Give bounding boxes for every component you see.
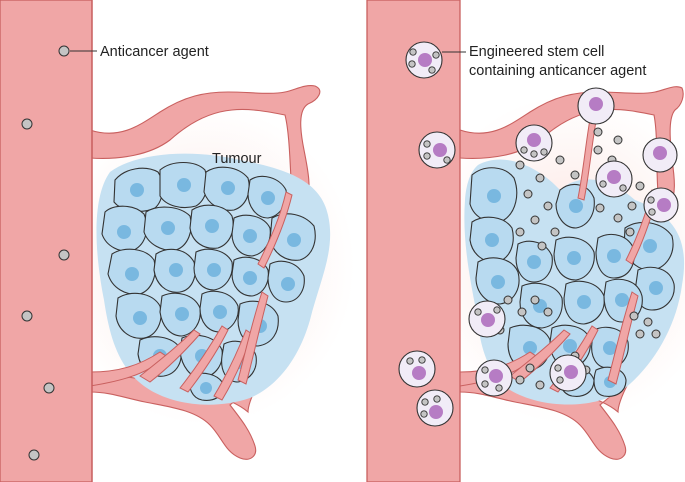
- tumour-nucleus: [577, 295, 591, 309]
- stem-cell: [418, 131, 456, 169]
- stem-cell: [643, 187, 679, 223]
- anticancer-agent: [635, 181, 645, 191]
- tumour-nucleus: [569, 199, 583, 213]
- stem-cell: [595, 160, 633, 198]
- tumour-nucleus: [207, 263, 221, 277]
- capillary: [237, 291, 269, 385]
- tumour-nucleus: [649, 281, 663, 295]
- tumour-nucleus: [527, 255, 541, 269]
- anticancer-agent: [550, 227, 560, 237]
- tumour-nucleus: [130, 183, 144, 197]
- anticancer-agent: [28, 449, 40, 461]
- tumour-nucleus: [221, 181, 235, 195]
- anticancer-agent: [503, 295, 513, 305]
- stem-cell: [577, 87, 615, 125]
- anticancer-agent: [625, 227, 635, 237]
- stem-cell: [549, 354, 587, 392]
- anticancer-agent: [43, 382, 55, 394]
- anticancer-agent: [58, 249, 70, 261]
- tumour-nucleus: [177, 178, 191, 192]
- tumour-nucleus: [243, 229, 257, 243]
- anticancer-agent: [555, 155, 565, 165]
- tumour-nucleus: [243, 271, 257, 285]
- released-agents-b: [495, 127, 661, 390]
- anticancer-agent: [530, 215, 540, 225]
- stem-cell: [515, 124, 553, 162]
- capillary: [257, 191, 293, 269]
- capillary: [179, 325, 229, 393]
- anticancer-agent: [535, 173, 545, 183]
- blood-vessel-trunk: [0, 0, 93, 482]
- capillary: [577, 107, 599, 201]
- anticancer-agent: [543, 201, 553, 211]
- anticancer-agent: [21, 118, 33, 130]
- tumour-nucleus: [615, 293, 629, 307]
- tumour-nucleus: [491, 275, 505, 289]
- tumour-nucleus: [213, 305, 227, 319]
- anticancer-agent: [570, 170, 580, 180]
- anticancer-agent: [613, 213, 623, 223]
- panel-b: b: [366, 0, 685, 482]
- tumour-nucleus: [133, 311, 147, 325]
- anticancer-agent: [515, 227, 525, 237]
- capillary: [139, 329, 201, 383]
- anticancer-agent: [629, 311, 639, 321]
- anticancer-agent: [613, 135, 623, 145]
- capillary: [509, 329, 571, 383]
- stem-cell-label-line1: Engineered stem cell: [469, 44, 604, 60]
- tumour-nucleus: [200, 382, 212, 394]
- anticancer-agent: [537, 241, 547, 251]
- panel-a: a: [0, 0, 355, 482]
- agents-a: [21, 45, 70, 461]
- anticancer-agent: [651, 329, 661, 339]
- tumour-nucleus: [175, 307, 189, 321]
- stem-cell: [398, 350, 436, 388]
- tumour-nucleus: [261, 191, 275, 205]
- anticancer-agent: [535, 380, 545, 390]
- tumour-nucleus: [169, 263, 183, 277]
- tumour-nucleus: [567, 251, 581, 265]
- tumour-nucleus: [205, 219, 219, 233]
- tumour-nucleus: [485, 233, 499, 247]
- tumour-a: [96, 153, 331, 405]
- tumour-label: Tumour: [212, 151, 262, 167]
- anticancer-agent: [635, 329, 645, 339]
- anticancer-agent: [543, 307, 553, 317]
- anticancer-agent: [595, 203, 605, 213]
- stem-cell-label-line2: containing anticancer agent: [469, 63, 646, 79]
- anticancer-agent: [525, 363, 535, 373]
- capillaries-a: [89, 191, 293, 401]
- anticancer-agent: [593, 127, 603, 137]
- tumour-nucleus: [523, 341, 537, 355]
- tumour-nucleus: [287, 233, 301, 247]
- tumour-nucleus: [643, 239, 657, 253]
- stem-cells-b: [398, 41, 679, 427]
- anticancer-agent: [21, 310, 33, 322]
- stem-cell: [475, 359, 513, 397]
- anticancer-agent: [627, 201, 637, 211]
- tumour-nucleus: [603, 341, 617, 355]
- tumour-nucleus: [117, 225, 131, 239]
- tumour-nucleus: [281, 277, 295, 291]
- anticancer-agent: [58, 45, 70, 57]
- tumour-nucleus: [563, 339, 577, 353]
- anticancer-agent: [643, 317, 653, 327]
- anticancer-agent: [523, 189, 533, 199]
- stem-cell: [642, 137, 678, 173]
- anticancer-agent: [530, 295, 540, 305]
- tumour-nucleus: [487, 189, 501, 203]
- tumour-nucleus: [161, 221, 175, 235]
- anticancer-agent-label: Anticancer agent: [100, 44, 209, 60]
- anticancer-agent: [515, 375, 525, 385]
- anticancer-agent: [593, 145, 603, 155]
- anticancer-agent: [517, 307, 527, 317]
- anticancer-agent: [515, 160, 525, 170]
- stem-cell: [405, 41, 443, 79]
- stem-cell: [468, 300, 506, 338]
- tumour-nucleus: [607, 249, 621, 263]
- tumour-nucleus: [125, 267, 139, 281]
- stem-cell: [416, 389, 454, 427]
